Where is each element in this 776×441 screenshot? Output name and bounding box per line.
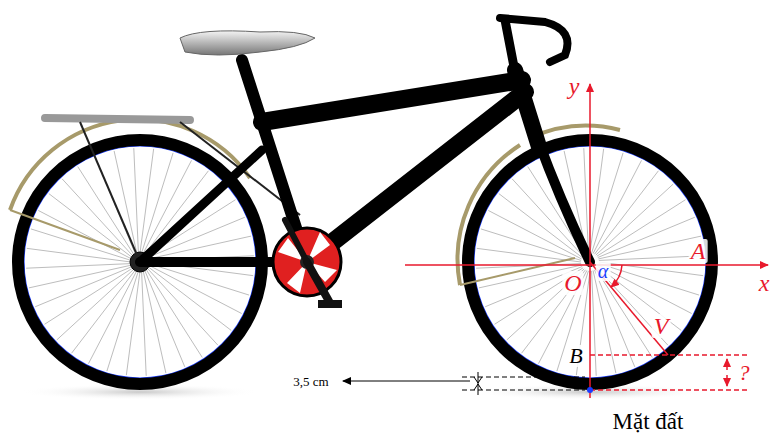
spoke bbox=[29, 265, 132, 288]
frame bbox=[140, 150, 262, 262]
fenders bbox=[460, 258, 575, 285]
ground-label: Mặt đất bbox=[613, 410, 684, 433]
saddle bbox=[180, 31, 315, 55]
spoke bbox=[593, 160, 641, 253]
crankset bbox=[285, 220, 307, 262]
crankset bbox=[318, 300, 342, 308]
spoke bbox=[598, 217, 695, 257]
axes bbox=[405, 84, 768, 398]
thickness-marker bbox=[343, 372, 585, 395]
point-label: B bbox=[567, 345, 584, 367]
spoke bbox=[145, 270, 185, 367]
spoke bbox=[143, 270, 166, 373]
thickness-marker bbox=[462, 377, 585, 378]
spoke bbox=[114, 151, 137, 254]
spoke bbox=[142, 271, 147, 376]
spoke bbox=[88, 270, 136, 363]
axes bbox=[590, 389, 750, 391]
unknown-mark: ? bbox=[739, 362, 750, 384]
axis-label: y bbox=[569, 74, 580, 98]
frame bbox=[538, 140, 590, 262]
thickness-marker bbox=[474, 377, 482, 390]
frame bbox=[505, 20, 515, 72]
axes bbox=[589, 84, 591, 398]
thickness-marker bbox=[462, 390, 585, 391]
saddle bbox=[180, 31, 315, 55]
point-label: V bbox=[652, 314, 671, 338]
spoke bbox=[38, 210, 131, 258]
spoke bbox=[596, 269, 653, 358]
point-label: A bbox=[689, 239, 708, 263]
spoke bbox=[595, 171, 659, 254]
contact-dot bbox=[587, 387, 593, 393]
thickness-marker bbox=[343, 381, 470, 382]
spoke bbox=[35, 267, 132, 307]
frame bbox=[140, 18, 590, 262]
spoke bbox=[148, 267, 231, 331]
wheels bbox=[18, 140, 712, 384]
axes bbox=[590, 354, 750, 356]
spoke bbox=[146, 269, 203, 358]
dimension-label: 3,5 cm bbox=[293, 375, 328, 388]
fenders bbox=[458, 145, 520, 285]
frame bbox=[500, 18, 568, 62]
axis-label: x bbox=[759, 271, 770, 295]
spoke bbox=[49, 194, 132, 258]
rear-rack bbox=[80, 122, 140, 262]
axes bbox=[590, 262, 668, 355]
spoke bbox=[134, 148, 139, 253]
spoke bbox=[78, 167, 135, 256]
spoke bbox=[72, 270, 136, 353]
angle-arc bbox=[611, 265, 622, 287]
spoke bbox=[148, 265, 241, 313]
spoke bbox=[592, 271, 597, 376]
spoke bbox=[584, 148, 589, 253]
contact-dot bbox=[587, 387, 593, 393]
point-label: O bbox=[562, 271, 583, 295]
angle-arc bbox=[611, 265, 622, 287]
spoke bbox=[598, 236, 701, 259]
spoke bbox=[45, 268, 134, 325]
spoke bbox=[557, 271, 589, 371]
spoke bbox=[495, 268, 584, 325]
crankset bbox=[273, 220, 342, 308]
axes bbox=[726, 375, 728, 386]
axes bbox=[726, 359, 728, 370]
spoke bbox=[26, 264, 131, 269]
crankset bbox=[307, 262, 330, 303]
spoke bbox=[522, 270, 586, 353]
rear-rack bbox=[45, 118, 190, 120]
angle-label: α bbox=[596, 261, 611, 281]
fenders bbox=[10, 210, 120, 250]
axes bbox=[405, 264, 768, 266]
frame bbox=[307, 92, 525, 262]
spoke bbox=[597, 200, 686, 257]
